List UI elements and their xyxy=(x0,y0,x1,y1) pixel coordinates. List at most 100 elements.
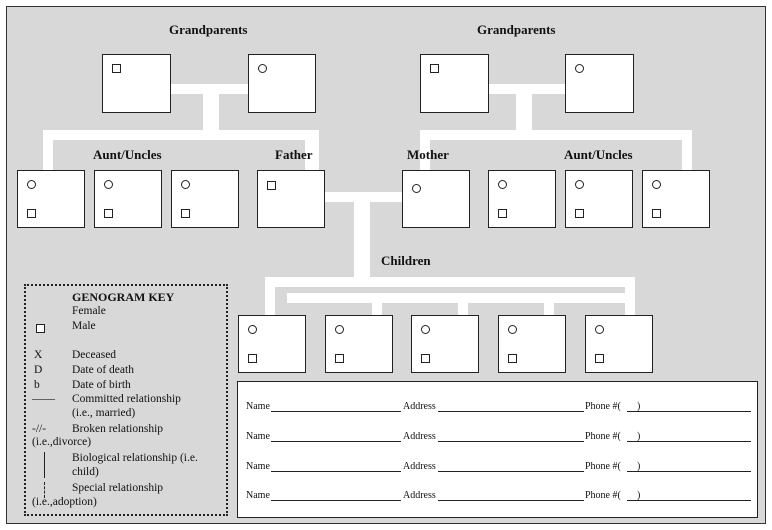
male-square-icon xyxy=(267,181,276,190)
father-heading: Father xyxy=(275,147,313,162)
phone-label: Phone #( xyxy=(585,461,621,472)
mother-heading: Mother xyxy=(407,147,449,162)
grandparents-left-heading: Grandparents xyxy=(169,22,248,37)
phone-field[interactable] xyxy=(627,411,751,412)
connector xyxy=(682,137,692,171)
male-square-icon xyxy=(498,209,507,218)
grandparents-right-heading: Grandparents xyxy=(477,22,556,37)
child-box[interactable] xyxy=(411,315,479,373)
father-box[interactable] xyxy=(257,170,325,228)
key-biological-label: Biological relationship (i.e. xyxy=(72,452,198,464)
child-box[interactable] xyxy=(238,315,306,373)
phone-field[interactable] xyxy=(627,441,751,442)
key-broken-example: (i.e.,divorce) xyxy=(32,436,92,448)
phone-close-paren: ) xyxy=(637,431,641,442)
grandparent-box-female[interactable] xyxy=(565,54,634,113)
female-circle-icon xyxy=(575,180,584,189)
key-special-example: (i.e.,adoption) xyxy=(32,496,97,508)
key-deceased-symbol: X xyxy=(34,349,43,361)
genogram-key: GENOGRAM KEY Female Male X Deceased D Da… xyxy=(24,284,228,516)
address-field[interactable] xyxy=(438,500,584,501)
child-box[interactable] xyxy=(585,315,653,373)
connector xyxy=(287,293,627,303)
phone-label: Phone #( xyxy=(585,401,621,412)
address-label: Address xyxy=(403,431,436,442)
female-circle-icon xyxy=(498,180,507,189)
genogram-sheet: Grandparents Grandparents Aunt/Uncles Fa… xyxy=(6,6,766,524)
name-field[interactable] xyxy=(271,411,401,412)
key-committed-symbol: —— xyxy=(32,393,55,405)
connector xyxy=(372,299,382,316)
male-square-icon xyxy=(104,209,113,218)
aunt-uncle-box[interactable] xyxy=(642,170,710,228)
connector xyxy=(458,299,468,316)
name-field[interactable] xyxy=(271,441,401,442)
aunt-uncle-box[interactable] xyxy=(17,170,85,228)
connector xyxy=(625,284,635,316)
address-field[interactable] xyxy=(438,411,584,412)
key-committed-example: (i.e., married) xyxy=(72,407,136,419)
male-square-icon xyxy=(421,354,430,363)
connector xyxy=(544,299,554,316)
male-square-icon xyxy=(652,209,661,218)
phone-label: Phone #( xyxy=(585,490,621,501)
female-circle-icon xyxy=(412,184,421,193)
phone-field[interactable] xyxy=(627,500,751,501)
key-date-of-birth-symbol: b xyxy=(34,379,40,391)
grandparent-box-female[interactable] xyxy=(248,54,316,113)
male-square-icon xyxy=(575,209,584,218)
grandparent-box-male[interactable] xyxy=(420,54,489,113)
female-circle-icon xyxy=(421,325,430,334)
address-field[interactable] xyxy=(438,471,584,472)
female-circle-icon xyxy=(575,64,584,73)
female-circle-icon xyxy=(258,64,267,73)
contact-info-box: Name Address Phone #( ) Name Address Pho… xyxy=(237,381,758,518)
special-line-icon xyxy=(44,482,45,498)
address-field[interactable] xyxy=(438,441,584,442)
connector xyxy=(420,130,692,140)
name-label: Name xyxy=(246,431,270,442)
aunt-uncle-box[interactable] xyxy=(94,170,162,228)
aunt-uncle-box[interactable] xyxy=(171,170,239,228)
key-date-of-death-symbol: D xyxy=(34,364,43,376)
male-square-icon xyxy=(36,324,45,333)
female-circle-icon xyxy=(104,180,113,189)
address-label: Address xyxy=(403,461,436,472)
female-circle-icon xyxy=(595,325,604,334)
address-label: Address xyxy=(403,401,436,412)
female-circle-icon xyxy=(248,325,257,334)
female-circle-icon xyxy=(652,180,661,189)
child-box[interactable] xyxy=(498,315,566,373)
connector xyxy=(265,284,275,316)
phone-field[interactable] xyxy=(627,471,751,472)
name-field[interactable] xyxy=(271,471,401,472)
name-field[interactable] xyxy=(271,500,401,501)
aunt-uncle-box[interactable] xyxy=(488,170,556,228)
connector xyxy=(203,94,219,134)
grandparent-box-male[interactable] xyxy=(102,54,171,113)
male-square-icon xyxy=(248,354,257,363)
phone-close-paren: ) xyxy=(637,461,641,472)
key-deceased-label: Deceased xyxy=(72,349,117,361)
key-broken-label: Broken relationship xyxy=(72,423,164,435)
key-date-of-birth-label: Date of birth xyxy=(72,379,131,391)
key-male-label: Male xyxy=(72,320,96,332)
aunt-uncles-right-heading: Aunt/Uncles xyxy=(564,147,633,162)
marriage-line xyxy=(325,192,403,202)
name-label: Name xyxy=(246,490,270,501)
aunt-uncle-box[interactable] xyxy=(565,170,633,228)
female-circle-icon xyxy=(335,325,344,334)
key-title: GENOGRAM KEY xyxy=(72,290,175,304)
aunt-uncles-left-heading: Aunt/Uncles xyxy=(93,147,162,162)
male-square-icon xyxy=(335,354,344,363)
male-square-icon xyxy=(595,354,604,363)
male-square-icon xyxy=(508,354,517,363)
name-label: Name xyxy=(246,461,270,472)
child-box[interactable] xyxy=(325,315,393,373)
key-biological-example: child) xyxy=(72,466,99,478)
male-square-icon xyxy=(430,64,439,73)
key-date-of-death-label: Date of death xyxy=(72,364,134,376)
connector xyxy=(43,130,319,140)
female-circle-icon xyxy=(508,325,517,334)
mother-box[interactable] xyxy=(402,170,470,228)
